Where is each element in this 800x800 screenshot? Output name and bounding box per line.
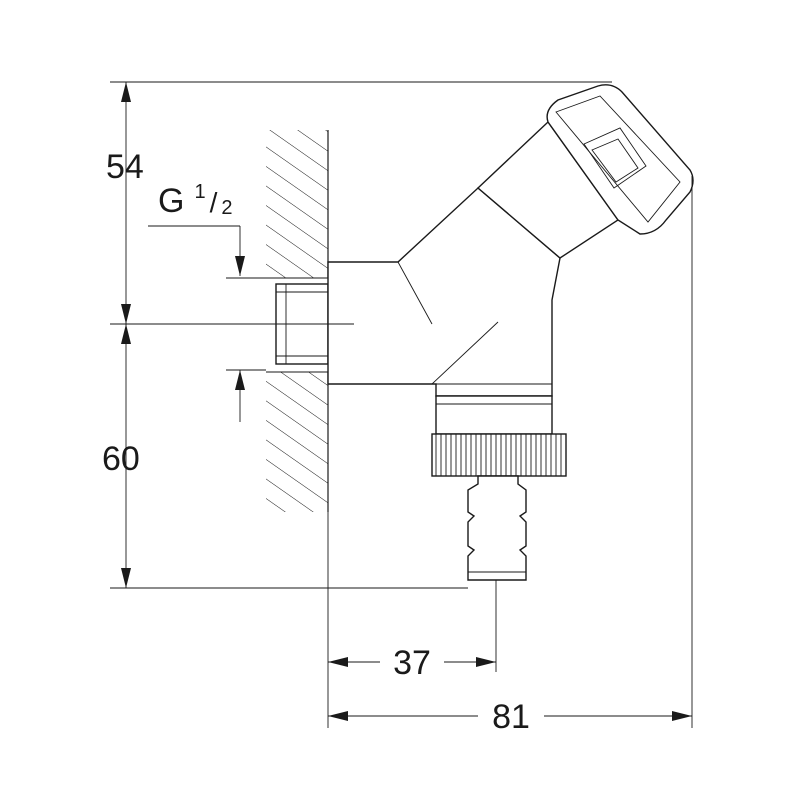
thread-slash: /: [210, 187, 218, 218]
valve-handle: [476, 84, 694, 259]
wall-section: [266, 130, 329, 512]
dimension-label-60: 60: [102, 440, 140, 478]
thread-denominator: 2: [221, 197, 232, 219]
dimension-label-81: 81: [492, 698, 530, 736]
thread-connector: [266, 277, 329, 373]
centerlines: [110, 323, 497, 672]
thread-letter: G: [158, 182, 184, 220]
hose-outlet: [431, 395, 567, 581]
thread-callout: [148, 225, 266, 422]
extension-lines: [110, 81, 693, 728]
valve-body: [327, 187, 561, 397]
dimension-label-54: 54: [106, 148, 144, 186]
dimension-height-lower: [121, 324, 131, 588]
thread-numerator: 1: [194, 181, 205, 203]
dimension-width-outlet: [328, 657, 496, 667]
dimension-label-37: 37: [393, 644, 431, 682]
dimension-height-upper: [121, 82, 131, 324]
thread-label: G 1 / 2: [158, 181, 232, 220]
dimension-width-total: [328, 711, 692, 721]
